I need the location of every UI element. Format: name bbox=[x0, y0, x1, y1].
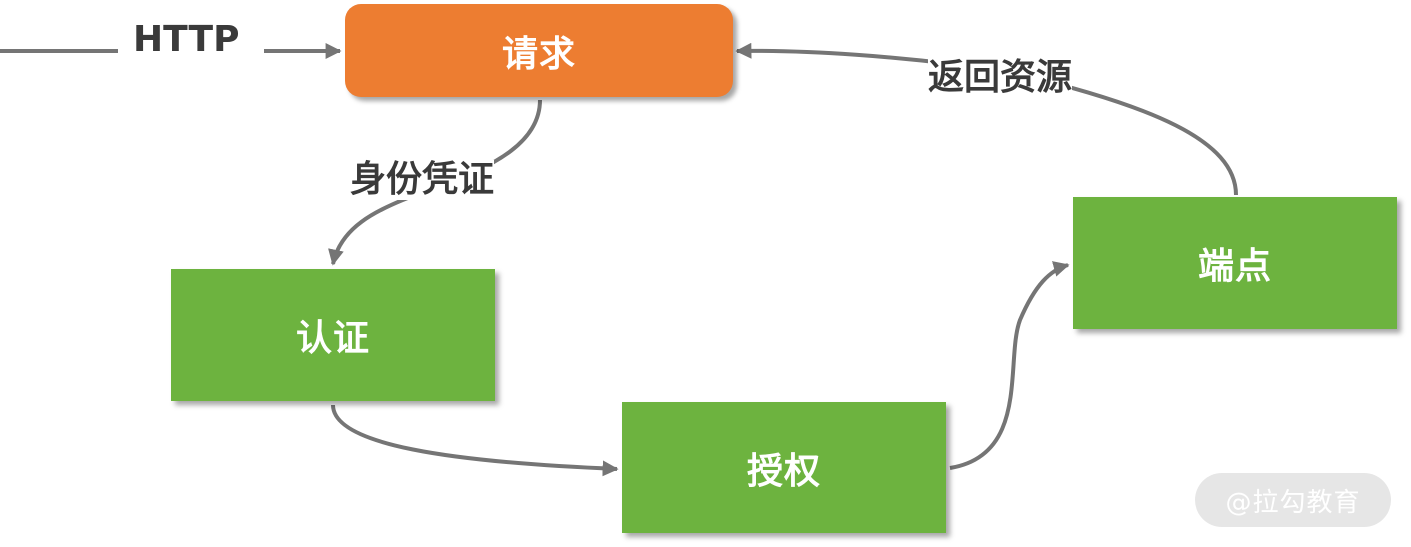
watermark-text: @拉勾教育 bbox=[1225, 487, 1361, 518]
authorization-node: 授权 bbox=[622, 402, 946, 533]
authz-to-endpoint-arrow bbox=[949, 261, 1070, 470]
endpoint-node-label: 端点 bbox=[1197, 246, 1272, 287]
watermark-badge: @拉勾教育 bbox=[1195, 473, 1391, 527]
request-node: 请求 bbox=[345, 4, 733, 97]
authorization-node-label: 授权 bbox=[746, 450, 821, 492]
return-resource-label: 返回资源 bbox=[928, 57, 1073, 98]
http-label: HTTP bbox=[133, 19, 240, 60]
endpoint-node: 端点 bbox=[1073, 197, 1397, 329]
credentials-label: 身份凭证 bbox=[350, 159, 495, 200]
authentication-node-label: 认证 bbox=[295, 318, 370, 359]
request-node-label: 请求 bbox=[501, 33, 576, 75]
auth-to-authz-arrow bbox=[331, 404, 619, 477]
authentication-node: 认证 bbox=[171, 269, 495, 401]
